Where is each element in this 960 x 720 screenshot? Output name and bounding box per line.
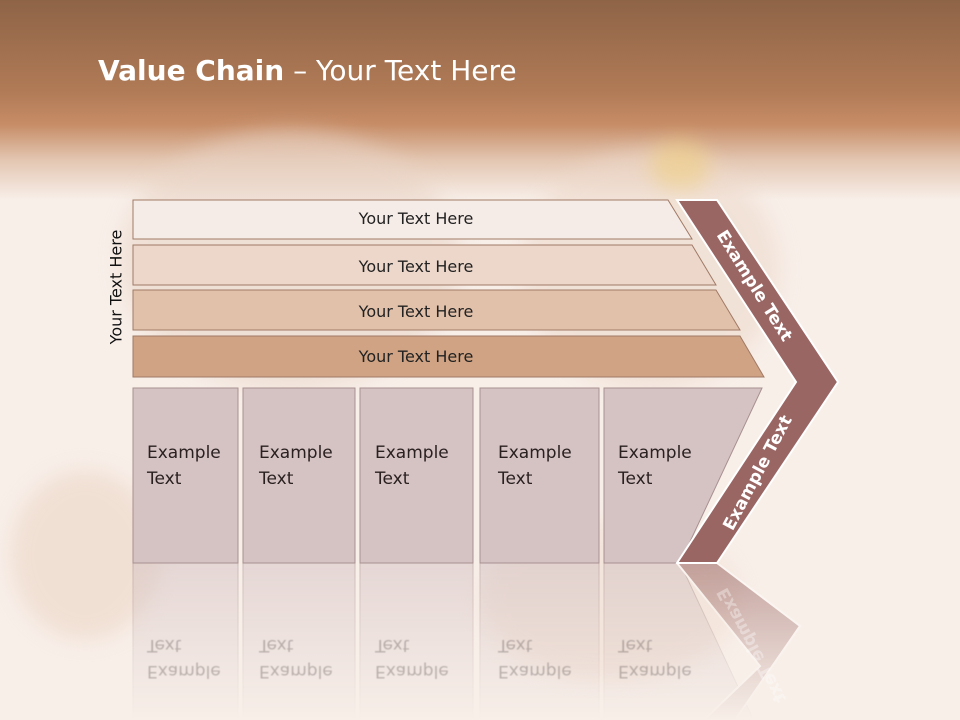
box-reflection — [479, 562, 600, 720]
bar-1 — [132, 199, 693, 240]
bar-label-2: Your Text Here — [358, 257, 474, 276]
chevron-reflection — [674, 562, 802, 720]
title-bold: Value Chain — [98, 54, 285, 87]
box-4 — [479, 387, 600, 564]
bar-3 — [132, 289, 741, 331]
bar-label-3: Your Text Here — [358, 302, 474, 321]
background-photo-shape — [650, 140, 710, 190]
bar-2 — [132, 244, 717, 286]
bar-4 — [132, 335, 765, 378]
box-reflection — [132, 562, 239, 720]
box-reflection — [359, 562, 474, 720]
bar-label-1: Your Text Here — [358, 209, 474, 228]
box-2 — [242, 387, 356, 564]
reflection-group — [132, 562, 802, 720]
title-rest: – Your Text Here — [284, 54, 517, 87]
box-3 — [359, 387, 474, 564]
box-reflection — [242, 562, 356, 720]
slide-title: Value Chain – Your Text Here — [98, 54, 517, 94]
header-background — [0, 0, 960, 200]
bar-label-4: Your Text Here — [358, 347, 474, 366]
